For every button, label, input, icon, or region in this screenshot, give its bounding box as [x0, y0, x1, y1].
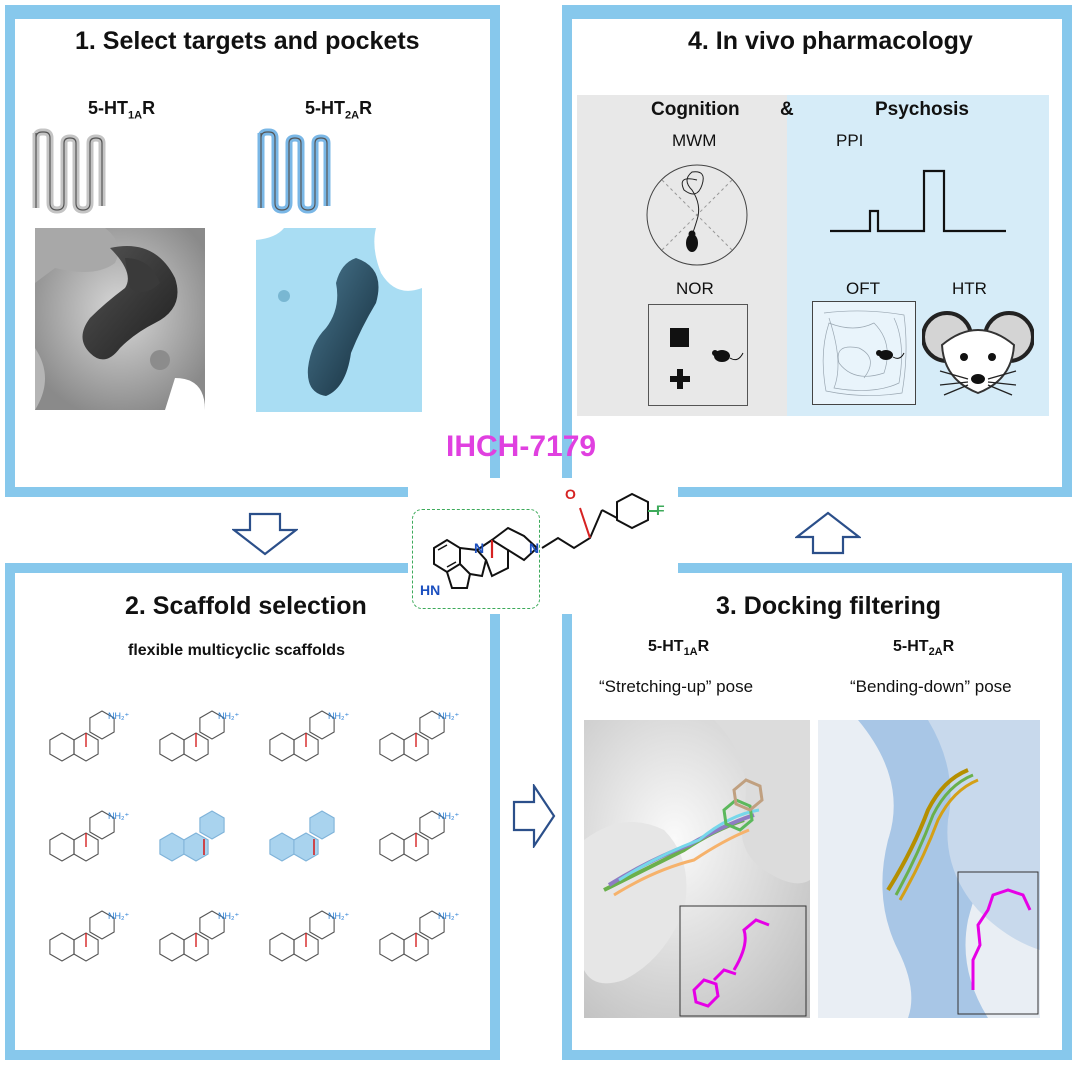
- panel4-title: 4. In vivo pharmacology: [688, 27, 973, 55]
- arrow-right-icon: [512, 784, 556, 848]
- scaffold-ring: [403, 732, 429, 762]
- ihch-7179-structure: [433, 492, 658, 589]
- amine-label: NH₂⁺: [438, 911, 459, 921]
- docking-pose-5ht2a-image: [818, 720, 1040, 1018]
- panel2-subtitle: flexible multicyclic scaffolds: [128, 642, 345, 659]
- atom-fluorine: F: [656, 502, 665, 518]
- scaffold-ring: [309, 910, 335, 940]
- molecule-area-background: [408, 478, 678, 614]
- scaffold-ring: [89, 810, 115, 840]
- arrow-up-icon: [795, 511, 861, 555]
- scaffold-ring: [159, 932, 185, 962]
- mouse-icon-nor: [712, 350, 744, 362]
- scaffold-ring: [89, 910, 115, 940]
- arrow-down-icon: [232, 512, 298, 556]
- amine-label: NH₂⁺: [108, 711, 129, 721]
- scaffold-ring: [269, 732, 295, 762]
- scaffold-ring: [49, 732, 75, 762]
- receptor-label-5ht1a: 5-HT1AR: [88, 98, 156, 122]
- atom-oxygen: O: [565, 486, 576, 502]
- scaffold-ring: [183, 832, 209, 862]
- ampersand-label: &: [780, 99, 794, 120]
- amine-label: NH₂⁺: [218, 711, 239, 721]
- scaffold-ring: [183, 732, 209, 762]
- scaffold-ring: [199, 810, 225, 840]
- nor-arena: [648, 304, 748, 406]
- amine-label: NH₂⁺: [218, 911, 239, 921]
- scaffold-ring: [73, 932, 99, 962]
- scaffold-ring: [183, 932, 209, 962]
- atom-hn: HN: [420, 582, 441, 598]
- scaffold-ring: [403, 832, 429, 862]
- scaffold-ring: [419, 910, 445, 940]
- scaffold-ring: [49, 832, 75, 862]
- scaffold-structures-grid: NH₂⁺ NH₂⁺ NH₂⁺ NH₂⁺ NH₂⁺ NH₂⁺ NH₂⁺ NH₂⁺ NH₂⁺ NH₂⁺: [49, 710, 459, 962]
- scaffold-ring: [419, 710, 445, 740]
- pocket-surface-5ht1a: [35, 228, 205, 410]
- panel2-title: 2. Scaffold selection: [125, 592, 367, 620]
- dock-receptor-label-5ht1a: 5-HT1AR: [648, 638, 710, 659]
- amine-label: NH₂⁺: [438, 711, 459, 721]
- scaffold-ring: [199, 910, 225, 940]
- scaffold-highlight-box: [412, 509, 540, 609]
- scaffold-ring: [269, 932, 295, 962]
- pose-label-stretching-up: “Stretching-up” pose: [599, 677, 754, 696]
- morris-water-maze-icon: [646, 164, 748, 266]
- panel1-title: 1. Select targets and pockets: [75, 27, 420, 55]
- amine-label: NH₂⁺: [108, 911, 129, 921]
- scaffold-ring: [49, 932, 75, 962]
- scaffold-ring: [269, 832, 295, 862]
- ppi-label: PPI: [836, 131, 864, 150]
- scaffold-ring: [73, 732, 99, 762]
- scaffold-ring: [199, 710, 225, 740]
- scaffold-ring: [293, 832, 319, 862]
- ppi-pulse-trace-icon: [830, 169, 1006, 233]
- amine-label: NH₂⁺: [438, 811, 459, 821]
- atom-nitrogen-2: N: [529, 540, 540, 556]
- scaffold-ring: [403, 932, 429, 962]
- scaffold-ring: [419, 810, 445, 840]
- amine-label: NH₂⁺: [328, 711, 349, 721]
- scaffold-ring: [309, 710, 335, 740]
- psychosis-label: Psychosis: [875, 99, 969, 120]
- scaffold-ring: [89, 710, 115, 740]
- oft-track-icon: [822, 310, 907, 396]
- mwm-label: MWM: [672, 131, 717, 150]
- oft-label: OFT: [846, 279, 880, 298]
- atom-nitrogen-1: N: [474, 540, 485, 556]
- cognition-background: [577, 95, 787, 416]
- htr-label: HTR: [952, 279, 987, 298]
- scaffold-ring: [159, 732, 185, 762]
- scaffold-ring: [309, 810, 335, 840]
- scaffold-ring: [73, 832, 99, 862]
- panel3-title: 3. Docking filtering: [716, 592, 942, 620]
- panel-scaffold-selection: [5, 563, 500, 1060]
- cross-object-icon: [670, 369, 690, 389]
- scaffold-ring: [379, 732, 405, 762]
- square-object-icon: [670, 328, 689, 347]
- scaffold-ring: [379, 832, 405, 862]
- compound-name: IHCH-7179: [446, 430, 597, 463]
- receptor-label-5ht2a: 5-HT2AR: [305, 98, 373, 122]
- mouse-head-icon: [922, 311, 1034, 396]
- pocket-surface-5ht2a: [256, 228, 422, 412]
- nor-label: NOR: [676, 279, 714, 298]
- gpcr-7tm-grey-icon: [32, 128, 106, 214]
- pose-label-bending-down: “Bending-down” pose: [850, 677, 1012, 696]
- amine-label: NH₂⁺: [328, 911, 349, 921]
- dock-receptor-label-5ht2a: 5-HT2AR: [893, 638, 955, 659]
- amine-label: NH₂⁺: [108, 811, 129, 821]
- docking-pose-5ht1a-image: [584, 720, 810, 1018]
- scaffold-ring: [293, 732, 319, 762]
- scaffold-ring: [379, 932, 405, 962]
- cognition-label: Cognition: [651, 99, 740, 120]
- gpcr-7tm-blue-icon: [257, 128, 331, 214]
- scaffold-ring: [293, 932, 319, 962]
- scaffold-ring: [159, 832, 185, 862]
